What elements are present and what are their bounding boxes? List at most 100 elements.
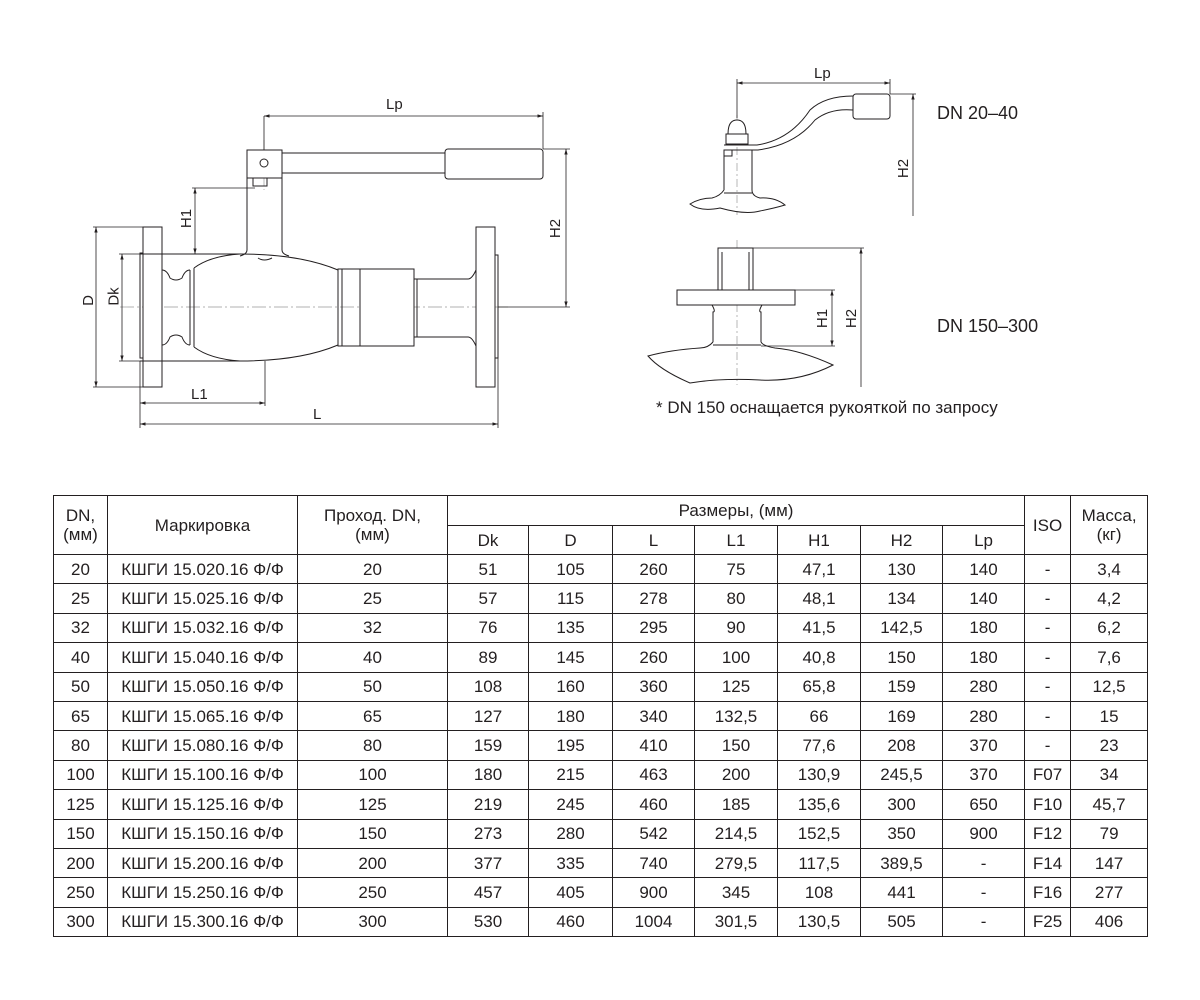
cell-lp: 180 [941, 612, 1026, 644]
cell-marking: КШГИ 15.025.16 Ф/Ф [107, 583, 298, 614]
cell-passage: 200 [297, 847, 448, 879]
cell-l: 340 [612, 700, 695, 732]
cell-marking: КШГИ 15.020.16 Ф/Ф [107, 553, 298, 585]
cell-h1: 77,6 [777, 730, 861, 761]
cell-mass: 147 [1070, 847, 1149, 879]
cell-marking: КШГИ 15.125.16 Ф/Ф [107, 789, 298, 820]
cell-d: 335 [528, 847, 613, 879]
cell-marking: КШГИ 15.040.16 Ф/Ф [107, 642, 298, 673]
l1-label: L1 [191, 386, 208, 403]
cell-l: 740 [612, 847, 695, 879]
cell-dk: 219 [447, 789, 529, 820]
specification-table: DN, (мм) Маркировка Проход. DN, (мм) Раз… [53, 495, 1149, 938]
cell-h1: 40,8 [777, 642, 861, 673]
cell-iso: - [1024, 671, 1072, 702]
cell-lp: 370 [941, 730, 1026, 761]
cell-h2: 208 [860, 730, 943, 761]
cell-passage: 300 [297, 906, 448, 938]
dk-label: Dk [105, 287, 123, 306]
header-h2: H2 [860, 525, 943, 555]
cell-dn: 65 [53, 700, 108, 732]
header-l: L [612, 525, 695, 555]
cell-d: 245 [528, 789, 613, 820]
cell-d: 215 [528, 759, 613, 791]
cell-h1: 48,1 [777, 583, 861, 614]
cell-mass: 7,6 [1070, 642, 1149, 673]
cell-dn: 125 [53, 789, 108, 820]
cell-dk: 377 [447, 847, 529, 879]
cell-dn: 80 [53, 730, 108, 761]
cell-marking: КШГИ 15.080.16 Ф/Ф [107, 730, 298, 761]
cell-l: 900 [612, 877, 695, 908]
cell-mass: 15 [1070, 700, 1149, 732]
cell-dn: 200 [53, 847, 108, 879]
cell-h1: 65,8 [777, 671, 861, 702]
cell-d: 105 [528, 553, 613, 585]
cell-l1: 150 [694, 730, 778, 761]
cell-marking: КШГИ 15.065.16 Ф/Ф [107, 700, 298, 732]
dn-20-40-title: DN 20–40 [937, 103, 1019, 123]
cell-iso: F07 [1024, 759, 1072, 791]
gear-view [647, 240, 864, 387]
cell-d: 405 [528, 877, 613, 908]
cell-h2: 150 [860, 642, 943, 673]
cell-l1: 132,5 [694, 700, 778, 732]
cell-dn: 32 [53, 612, 108, 644]
cell-iso: - [1024, 553, 1072, 585]
cell-dn: 20 [53, 553, 108, 585]
cell-h1: 117,5 [777, 847, 861, 879]
header-iso: ISO [1024, 495, 1072, 555]
cell-passage: 100 [297, 759, 448, 791]
cell-dk: 273 [447, 818, 529, 849]
cell-dn: 25 [53, 583, 108, 614]
header-mass: Масса, (кг) [1070, 495, 1149, 555]
cell-dk: 180 [447, 759, 529, 791]
cell-l1: 345 [694, 877, 778, 908]
cell-h2: 142,5 [860, 612, 943, 644]
cell-l1: 214,5 [694, 818, 778, 849]
cell-l1: 100 [694, 642, 778, 673]
cell-d: 145 [528, 642, 613, 673]
cell-marking: КШГИ 15.100.16 Ф/Ф [107, 759, 298, 791]
l-label: L [313, 406, 322, 423]
header-dn: DN, (мм) [53, 495, 108, 555]
h2-label: H2 [547, 218, 565, 239]
cell-lp: 280 [941, 700, 1026, 732]
header-d: D [528, 525, 613, 555]
cell-h2: 300 [860, 789, 943, 820]
header-l1: L1 [694, 525, 778, 555]
cell-l: 295 [612, 612, 695, 644]
header-marking: Маркировка [107, 495, 298, 555]
cell-lp: 140 [941, 553, 1026, 585]
cell-mass: 12,5 [1070, 671, 1149, 702]
cell-h2: 134 [860, 583, 943, 614]
cell-dn: 40 [53, 642, 108, 673]
cell-l: 542 [612, 818, 695, 849]
cell-mass: 6,2 [1070, 612, 1149, 644]
cell-d: 135 [528, 612, 613, 644]
cell-lp: - [941, 877, 1026, 908]
header-dk: Dk [447, 525, 529, 555]
small-h2-label: H2 [895, 158, 913, 179]
cell-iso: - [1024, 730, 1072, 761]
cell-dk: 457 [447, 877, 529, 908]
cell-h1: 47,1 [777, 553, 861, 585]
small-lp-label: Lp [814, 65, 831, 82]
cell-passage: 125 [297, 789, 448, 820]
cell-h1: 41,5 [777, 612, 861, 644]
cell-dk: 89 [447, 642, 529, 673]
cell-dk: 127 [447, 700, 529, 732]
small-handle-view [689, 79, 916, 216]
cell-lp: - [941, 906, 1026, 938]
cell-dn: 250 [53, 877, 108, 908]
cell-marking: КШГИ 15.032.16 Ф/Ф [107, 612, 298, 644]
header-passage: Проход. DN, (мм) [297, 495, 448, 555]
cell-h1: 108 [777, 877, 861, 908]
cell-passage: 250 [297, 877, 448, 908]
